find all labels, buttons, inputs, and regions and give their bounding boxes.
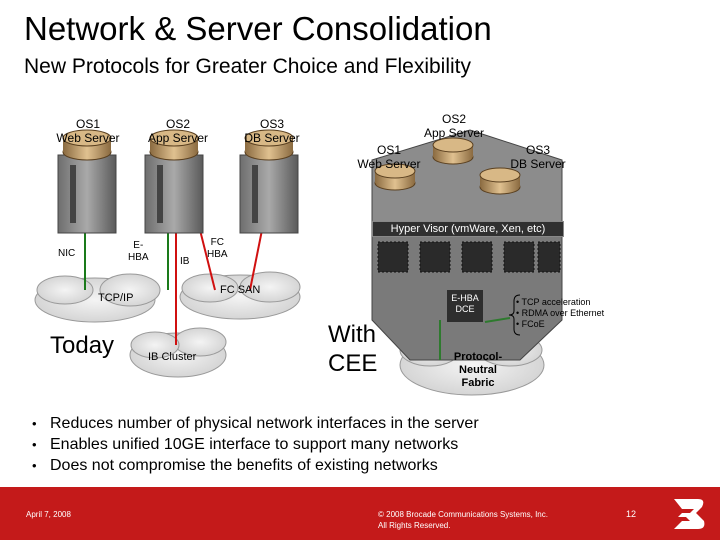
ib-cluster-cloud	[129, 327, 227, 378]
vm-adapter-slots	[377, 241, 561, 273]
server-os2	[144, 129, 204, 234]
benefit-item: Reduces number of physical network inter…	[28, 413, 479, 434]
label-ib: IB	[180, 256, 190, 267]
label-vm-os1-web-server: OS1 Web Server	[357, 143, 421, 171]
label-e-hba-dce: E-HBA DCE	[447, 290, 483, 322]
slide-title: Network & Server Consolidation	[24, 10, 492, 47]
fc-san-cloud	[179, 271, 301, 320]
label-ib-cluster: IB Cluster	[148, 351, 197, 363]
label-os1-web-server: OS1 Web Server	[56, 117, 120, 145]
features-arrow	[484, 317, 511, 323]
vm-disk-os1	[374, 163, 416, 191]
today-links	[84, 229, 263, 345]
label-e-hba: E- HBA	[128, 240, 149, 263]
footer-page-number: 12	[626, 509, 637, 519]
slide-subtitle: New Protocols for Greater Choice and Fle…	[24, 55, 472, 78]
label-nic: NIC	[58, 248, 76, 259]
server-os1	[57, 129, 117, 234]
label-cee-features: • TCP acceleration • RDMA over Ethernet …	[516, 297, 605, 329]
vm-disk-os3	[479, 167, 521, 195]
footer-bar: April 7, 2008 © 2008 Brocade Communicati…	[0, 487, 720, 540]
brocade-logo	[674, 499, 705, 529]
label-protocol-neutral-fabric: Protocol- Neutral Fabric	[453, 351, 503, 389]
label-vm-os2-app-server: OS2 App Server	[423, 112, 485, 140]
label-os2-app-server: OS2 App Server	[147, 117, 209, 145]
vm-disk-os2	[432, 137, 474, 165]
benefits-list: Reduces number of physical network inter…	[28, 413, 479, 476]
server-os3	[239, 129, 299, 234]
features-brace	[508, 294, 521, 336]
benefit-item: Does not compromise the benefits of exis…	[28, 455, 479, 476]
label-today: Today	[50, 332, 115, 359]
label-vm-os3-db-server: OS3 DB Server	[510, 143, 566, 171]
label-fc-san: FC SAN	[220, 284, 261, 296]
label-tcpip: TCP/IP	[98, 292, 134, 304]
tcpip-cloud	[34, 273, 161, 323]
footer-copyright: © 2008 Brocade Communications Systems, I…	[378, 510, 548, 530]
footer-date: April 7, 2008	[26, 510, 71, 519]
left-border	[0, 0, 6, 540]
label-hypervisor: Hyper Visor (vmWare, Xen, etc)	[372, 221, 564, 237]
label-with-cee: With CEE	[328, 321, 378, 377]
benefit-item: Enables unified 10GE interface to suppor…	[28, 434, 479, 455]
label-os3-db-server: OS3 DB Server	[244, 117, 300, 145]
label-fc-hba: FC HBA	[207, 237, 228, 260]
